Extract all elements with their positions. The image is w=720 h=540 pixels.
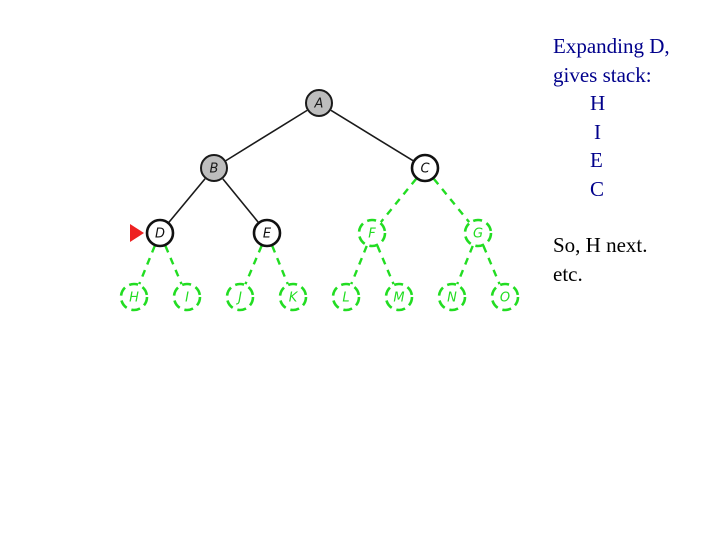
node-g-circle: [463, 218, 493, 248]
node-k: K: [278, 282, 308, 312]
node-j-circle: [225, 282, 255, 312]
edge-b-d: [168, 178, 206, 223]
edge-f-l: [350, 245, 368, 285]
stack-item-3: E: [590, 148, 603, 172]
node-d-label: D: [155, 227, 165, 242]
node-a-label: A: [314, 97, 324, 112]
node-n: N: [437, 282, 467, 312]
caption-line-next: So, H next.: [553, 233, 648, 257]
node-c-label: C: [420, 162, 430, 177]
node-a-circle: [305, 89, 333, 117]
node-b-circle: [200, 154, 228, 182]
edge-g-n: [456, 245, 474, 285]
edges-layer: [138, 109, 501, 285]
node-m-circle: [384, 282, 414, 312]
edge-c-f: [379, 178, 418, 223]
node-j: J: [225, 282, 255, 312]
edge-e-j: [244, 245, 263, 285]
node-b: B: [200, 154, 228, 182]
node-n-label: N: [447, 291, 457, 306]
node-h-label: H: [129, 291, 139, 306]
node-a: A: [305, 89, 333, 117]
edge-b-e: [222, 178, 259, 223]
node-o: O: [490, 282, 520, 312]
node-k-label: K: [289, 291, 299, 306]
node-o-label: O: [500, 291, 510, 306]
node-m: M: [384, 282, 414, 312]
node-f: F: [357, 218, 387, 248]
stack-item-1: H: [590, 91, 606, 115]
stack-item-4: C: [590, 176, 605, 201]
node-g-label: G: [473, 227, 483, 242]
node-d: D: [145, 218, 175, 248]
node-l-label: L: [342, 291, 349, 306]
edge-f-m: [376, 245, 395, 285]
edge-a-b: [225, 109, 308, 162]
edge-g-o: [482, 245, 501, 285]
node-i: I: [172, 282, 202, 312]
node-f-circle: [357, 218, 387, 248]
node-c-circle: [410, 153, 440, 183]
current-node-marker-icon: [130, 224, 144, 242]
node-k-circle: [278, 282, 308, 312]
edge-d-h: [138, 245, 156, 285]
node-b-label: B: [210, 162, 219, 177]
edge-a-c: [330, 109, 414, 162]
edge-d-i: [164, 245, 183, 285]
node-h: H: [119, 282, 149, 312]
node-o-circle: [490, 282, 520, 312]
node-e: E: [252, 218, 282, 248]
caption-line-etc: etc.: [553, 261, 583, 286]
edge-c-g: [432, 178, 471, 223]
tree-diagram: A B C D E F G H I J K L M N O: [119, 89, 520, 312]
node-e-label: E: [263, 227, 272, 242]
node-m-label: M: [393, 291, 404, 306]
nodes-layer: A B C D E F G H I J K L M N O: [119, 89, 520, 312]
node-l: L: [331, 282, 361, 312]
node-i-circle: [172, 282, 202, 312]
node-h-circle: [119, 282, 149, 312]
node-d-circle: [145, 218, 175, 248]
node-c: C: [410, 153, 440, 183]
node-j-label: J: [235, 291, 242, 306]
explanation-caption: Expanding D, gives stack: H I E C So, H …: [553, 32, 718, 288]
node-e-circle: [252, 218, 282, 248]
node-n-circle: [437, 282, 467, 312]
caption-line-gives-stack: gives stack:: [553, 62, 652, 87]
edge-e-k: [271, 245, 289, 285]
node-l-circle: [331, 282, 361, 312]
stack-item-2: I: [594, 119, 601, 144]
caption-line-expanding: Expanding D,: [553, 34, 670, 58]
node-g: G: [463, 218, 493, 248]
node-i-label: I: [185, 291, 189, 306]
node-f-label: F: [368, 227, 376, 242]
